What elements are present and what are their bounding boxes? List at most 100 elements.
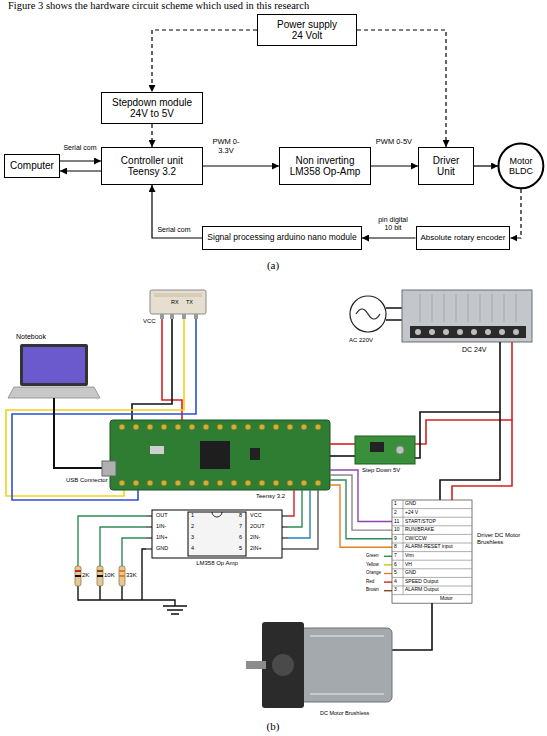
serial-wires bbox=[132, 319, 172, 420]
signal-label: Serial com bbox=[156, 226, 192, 234]
pin-name: GND bbox=[156, 545, 168, 551]
pin-number: 8 bbox=[239, 512, 242, 518]
power-supply-unit bbox=[402, 290, 532, 342]
control-wires bbox=[384, 590, 392, 591]
signal-label: pin digital 10 bit bbox=[376, 216, 410, 232]
resistor-symbol bbox=[97, 575, 103, 577]
brushless-motor bbox=[392, 603, 432, 650]
component-label: Step Down 5V bbox=[362, 467, 400, 474]
driver-pin-table bbox=[392, 500, 472, 603]
lm358-chip bbox=[152, 510, 282, 558]
component-label: LM358 Op Amp bbox=[196, 560, 238, 567]
lm358-chip bbox=[146, 516, 288, 549]
node-text: Computer bbox=[10, 160, 54, 172]
teensy-board bbox=[110, 420, 330, 490]
component-label: DC 24V bbox=[462, 346, 487, 354]
node-text: Stepdown module 24V to 5V bbox=[109, 97, 195, 120]
connector bbox=[60, 170, 101, 171]
connector bbox=[60, 160, 101, 161]
ac-source bbox=[356, 309, 380, 319]
node-text: Controller unit Teensy 3.2 bbox=[116, 155, 188, 178]
control-wires bbox=[384, 573, 392, 574]
connector bbox=[152, 30, 257, 92]
wire-color-label: Green bbox=[366, 553, 379, 558]
supply-wires bbox=[330, 443, 355, 445]
stepdown-board bbox=[396, 446, 404, 454]
table-cell: 7 bbox=[394, 553, 397, 559]
supply-wires bbox=[452, 420, 512, 500]
brushless-motor bbox=[246, 603, 432, 708]
component-label: Teensy 3.2 bbox=[256, 493, 285, 500]
process-box: Absolute rotary encoder bbox=[416, 226, 511, 250]
usb-serial-connector bbox=[194, 314, 198, 319]
table-cell: +24 V bbox=[405, 510, 418, 516]
connector bbox=[510, 189, 521, 238]
table-cell: GND bbox=[405, 501, 416, 507]
stepdown-board bbox=[370, 442, 384, 452]
driver-pin-table bbox=[392, 500, 472, 595]
connector-group bbox=[60, 30, 521, 238]
brushless-motor bbox=[272, 654, 294, 676]
resistor-symbol bbox=[75, 570, 81, 572]
table-cell: 5 bbox=[394, 570, 397, 576]
component-label: USB Connector bbox=[66, 477, 108, 484]
motor-circle: Motor BLDC bbox=[498, 143, 544, 189]
table-cell: START/STOP bbox=[405, 519, 436, 525]
resistor-network bbox=[100, 527, 146, 566]
process-box: Non inverting LM358 Op-Amp bbox=[279, 147, 371, 185]
resistor-symbol bbox=[75, 566, 81, 586]
brushless-motor bbox=[300, 628, 392, 702]
wire-color-label: Brown bbox=[366, 587, 379, 592]
pin-number: 4 bbox=[191, 545, 194, 551]
power-supply-unit bbox=[443, 329, 449, 335]
node-text: Non inverting LM358 Op-Amp bbox=[286, 155, 364, 178]
power-supply-unit bbox=[420, 294, 516, 322]
pin-number: 7 bbox=[239, 523, 242, 529]
process-box: Computer bbox=[4, 154, 60, 178]
control-wires bbox=[384, 564, 392, 565]
pin-name: VCC bbox=[250, 512, 262, 518]
resistor-value: 33K bbox=[126, 572, 137, 579]
usb-serial-connector bbox=[150, 290, 206, 314]
pin-name: RX bbox=[171, 299, 179, 305]
process-box: Power supply 24 Volt bbox=[257, 14, 357, 46]
table-cell: SPEED Output bbox=[405, 579, 438, 585]
stepdown-board bbox=[355, 436, 415, 464]
node-text: Signal processing arduino nano module bbox=[207, 233, 356, 243]
stepdown-board bbox=[355, 436, 415, 464]
resistor-symbol bbox=[75, 566, 125, 586]
laptop bbox=[23, 347, 85, 383]
resistor-network bbox=[78, 516, 175, 606]
pin-number: 5 bbox=[239, 545, 242, 551]
component-label: Notebook bbox=[16, 333, 46, 341]
pin-name: VCC bbox=[143, 318, 156, 325]
teensy-board bbox=[150, 446, 164, 454]
control-wires bbox=[288, 490, 318, 549]
power-supply-unit bbox=[402, 290, 532, 342]
resistor-symbol bbox=[119, 575, 125, 577]
pin-name: 2IN- bbox=[250, 534, 260, 540]
table-cell: 2 bbox=[394, 510, 397, 516]
supply-wires bbox=[415, 342, 500, 458]
resistor-symbol bbox=[119, 566, 125, 586]
table-cell: VH bbox=[405, 562, 412, 568]
table-cell: 3 bbox=[394, 587, 397, 593]
pin-name: TX bbox=[186, 299, 193, 305]
serial-wires bbox=[54, 398, 102, 468]
ac-source bbox=[350, 296, 402, 332]
resistor-value: 2K bbox=[82, 572, 89, 579]
laptop bbox=[8, 387, 100, 398]
teensy-board bbox=[200, 441, 230, 469]
power-supply-unit bbox=[429, 329, 435, 335]
power-supply-unit bbox=[485, 329, 491, 335]
usb-serial-connector bbox=[160, 314, 164, 319]
teensy-board bbox=[102, 420, 330, 490]
pin-number: 6 bbox=[239, 534, 242, 540]
pin-name: 1IN- bbox=[156, 523, 166, 529]
control-wires bbox=[288, 490, 310, 538]
brushless-motor bbox=[262, 622, 304, 708]
pin-number: 1 bbox=[191, 512, 194, 518]
component-label: AC 220V bbox=[349, 337, 373, 344]
